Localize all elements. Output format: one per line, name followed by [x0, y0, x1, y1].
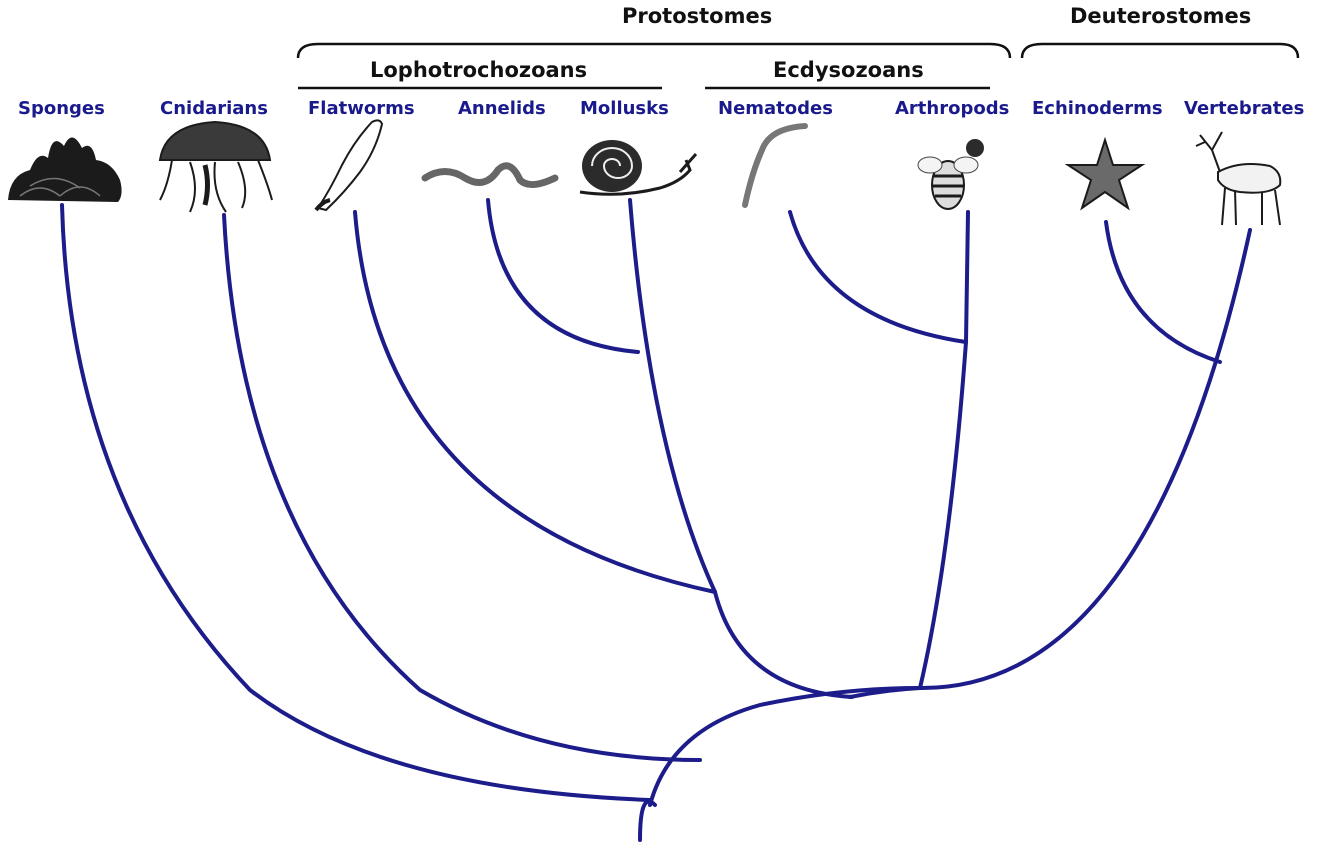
sponge-icon — [8, 137, 122, 202]
flatworm-icon — [316, 120, 382, 210]
flatworms-branch — [355, 212, 715, 592]
bee-icon — [918, 139, 984, 209]
cnidarians-branch — [224, 215, 700, 760]
root-branch — [640, 802, 655, 840]
echinoderms-branch — [1106, 222, 1220, 362]
reindeer-icon — [1196, 132, 1280, 225]
starfish-icon — [1068, 140, 1142, 208]
tree-branches — [62, 200, 1250, 840]
snail-icon — [580, 140, 696, 194]
nematode-icon — [745, 126, 805, 205]
bilateria-branch — [650, 688, 920, 805]
jellyfish-icon — [160, 122, 272, 212]
deuterostomes-branch — [920, 230, 1250, 688]
ecdysozoans-branch — [920, 212, 968, 688]
lophotrochozoans-branch — [630, 200, 852, 697]
deuterostomes-bracket — [1022, 44, 1298, 58]
annelid-icon — [425, 166, 555, 185]
annelids-branch — [488, 200, 638, 352]
protostomes-bracket — [298, 44, 1010, 58]
nematodes-branch — [790, 212, 966, 342]
sponges-branch — [62, 205, 650, 800]
